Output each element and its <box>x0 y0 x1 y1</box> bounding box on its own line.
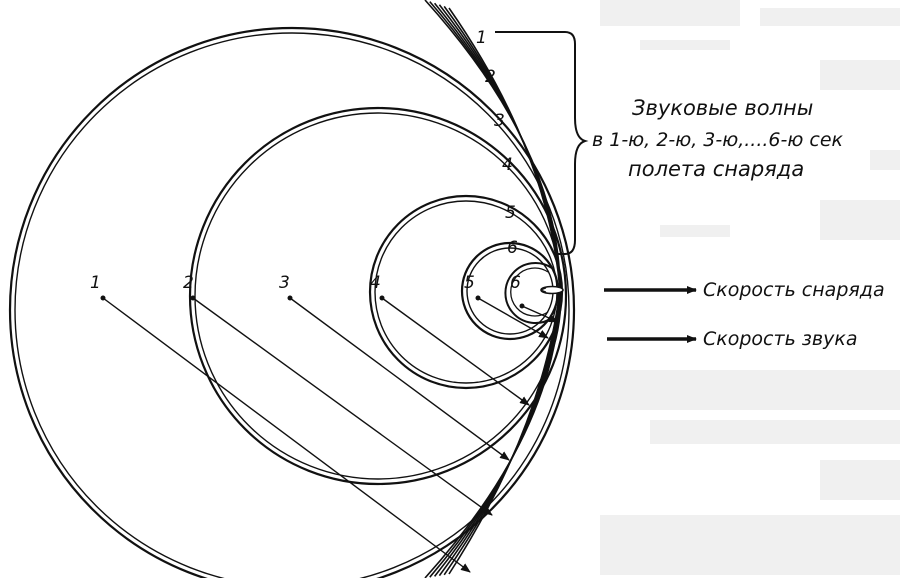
wave-fronts <box>8 26 576 578</box>
wave-label-5: 5 <box>505 203 516 223</box>
propagation-ray <box>379 295 530 406</box>
propagation-ray <box>190 295 493 516</box>
texture-patch <box>820 460 900 500</box>
propagation-ray <box>100 295 471 573</box>
texture-patch <box>820 200 900 240</box>
caption-brace <box>495 31 589 255</box>
legend: Скорость снаряда Скорость звука <box>604 279 885 350</box>
texture-patch <box>760 8 900 26</box>
wave-label-2: 2 <box>485 67 496 87</box>
propagation-ray <box>287 295 510 461</box>
wave-label-6: 6 <box>507 238 518 258</box>
wave-label-4: 4 <box>502 155 513 175</box>
projectile-speed-label: Скорость снаряда <box>703 279 885 301</box>
caption-line-1: Звуковые волны <box>632 96 813 120</box>
texture-patch <box>600 370 900 410</box>
caption-line-2: в 1-ю, 2-ю, 3-ю,....6-ю сек <box>592 129 844 151</box>
texture-patch <box>870 150 900 170</box>
texture-patch <box>650 420 900 444</box>
texture-patch <box>660 225 730 237</box>
caption: Звуковые волны в 1-ю, 2-ю, 3-ю,....6-ю с… <box>592 96 844 181</box>
emission-label-6: 6 <box>510 273 521 293</box>
background-texture <box>600 0 900 575</box>
emission-label-2: 2 <box>183 273 194 293</box>
texture-patch <box>820 60 900 90</box>
emission-label-1: 1 <box>90 273 101 293</box>
texture-patch <box>600 515 900 575</box>
emission-label-4: 4 <box>370 273 381 293</box>
wave-circle <box>8 26 576 578</box>
wave-circle <box>504 262 553 324</box>
propagation-ray <box>475 295 549 339</box>
emission-label-5: 5 <box>464 273 475 293</box>
texture-patch <box>600 0 740 26</box>
wave-labels: 1 2 3 4 5 6 <box>476 28 518 258</box>
emission-label-3: 3 <box>279 273 290 293</box>
projectile-icon <box>540 285 564 295</box>
caption-line-3: полета снаряда <box>628 157 804 181</box>
emission-labels: 1 2 3 4 5 6 <box>90 273 521 293</box>
texture-patch <box>640 40 730 50</box>
sound-speed-label: Скорость звука <box>703 328 857 350</box>
wave-label-1: 1 <box>476 28 487 48</box>
propagation-rays <box>100 295 559 573</box>
propagation-ray <box>519 303 559 323</box>
wave-label-3: 3 <box>494 111 505 131</box>
